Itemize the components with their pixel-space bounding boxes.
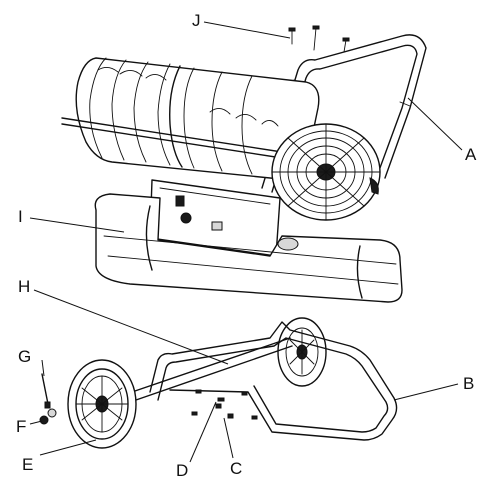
- label-b: B: [463, 374, 474, 393]
- part-labels: J A B C D E F G H I: [16, 11, 477, 480]
- label-a: A: [465, 145, 477, 164]
- label-c: C: [230, 459, 242, 478]
- label-g: G: [18, 347, 31, 366]
- fuel-tank-part-i: [94, 193, 403, 303]
- label-i: I: [18, 207, 23, 226]
- fan-guard: [271, 123, 381, 221]
- frame-part-b: [149, 321, 398, 441]
- wheel-part-e: [67, 359, 137, 449]
- leader-lines: [29, 21, 463, 463]
- screws-part-j: [288, 25, 350, 53]
- label-j: J: [192, 11, 201, 30]
- label-f: F: [16, 417, 26, 436]
- label-d: D: [176, 461, 188, 480]
- bolts-nuts: [191, 389, 258, 420]
- hub-parts: [39, 373, 57, 425]
- label-h: H: [18, 277, 30, 296]
- burner-drum: [61, 57, 320, 181]
- label-e: E: [22, 455, 33, 474]
- rear-wheel: [277, 317, 327, 387]
